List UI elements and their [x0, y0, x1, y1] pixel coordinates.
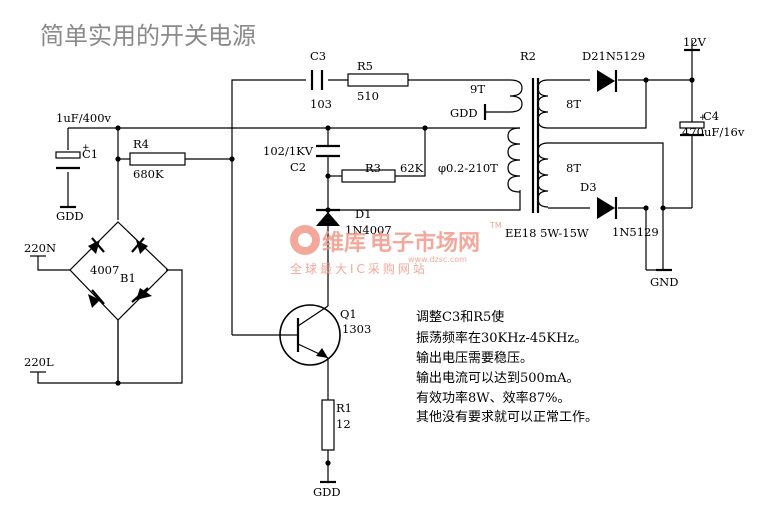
label-c3-value: 103: [310, 97, 332, 111]
label-c1: C1: [82, 147, 98, 161]
label-c2: C2: [290, 160, 306, 174]
resistor-r3: [341, 169, 396, 183]
bridge-rectifier-b1: [69, 221, 169, 321]
label-d1-value: 1N4007: [345, 223, 392, 237]
label-winding: φ0.2-210T: [438, 161, 498, 175]
capacitor-c1: +: [55, 143, 90, 170]
note-line: 输出电压需要稳压。: [416, 350, 533, 366]
watermark-brand: 维库: [322, 230, 366, 256]
transformer-r2: [507, 78, 549, 213]
component-labels: C3 103 R5 510 R2 D21N5129 12V 9T GDD 8T …: [24, 35, 745, 499]
label-c1-rating: 1uF/400v: [56, 111, 112, 125]
ground-symbols: [30, 40, 700, 484]
label-r4: R4: [133, 137, 149, 151]
label-gnd: GND: [650, 275, 678, 289]
resistor-r1: [321, 399, 335, 451]
label-r2: R2: [520, 49, 536, 63]
diode-d3: [597, 197, 618, 219]
capacitor-c3: [310, 70, 324, 90]
watermark: 维库 电子市场网 TM www.dzsc.com 全球最大IC采购网站: [290, 221, 502, 276]
capacitor-c4: +: [679, 113, 707, 137]
label-d3: D3: [580, 180, 597, 194]
label-r3-value: 62K: [400, 161, 424, 175]
label-12v: 12V: [683, 35, 707, 49]
note-line: 有效功率8W、效率87%。: [416, 390, 571, 406]
note-line: 输出电流可以达到500mA。: [416, 370, 580, 386]
label-gdd-top: GDD: [450, 106, 478, 120]
label-c3: C3: [310, 49, 326, 63]
page-title: 简单实用的开关电源: [40, 22, 256, 50]
label-d2: D21N5129: [582, 49, 645, 63]
label-8t-top: 8T: [566, 97, 581, 111]
label-c2-value: 102/1KV: [263, 144, 314, 158]
label-c4: C4: [703, 109, 719, 123]
label-b1: B1: [120, 271, 136, 285]
label-9t: 9T: [470, 82, 485, 96]
capacitor-c2: [316, 144, 340, 158]
label-r1: R1: [336, 401, 352, 415]
watermark-tm: TM: [489, 221, 502, 230]
svg-text:+: +: [82, 143, 90, 153]
label-d1: D1: [355, 207, 372, 221]
design-notes: 调整C3和R5使 振荡频率在30KHz-45KHz。 输出电压需要稳压。 输出电…: [416, 309, 598, 425]
transistor-q1: [279, 304, 341, 366]
note-line: 振荡频率在30KHz-45KHz。: [416, 330, 587, 346]
watermark-slogan: 全球最大IC采购网站: [290, 261, 428, 276]
resistor-r5: [347, 73, 409, 87]
label-bridge-part: 4007: [90, 263, 119, 277]
label-220n: 220N: [24, 241, 56, 255]
label-r1-value: 12: [336, 417, 351, 431]
junction-dots: [115, 77, 695, 466]
label-r3: R3: [365, 161, 381, 175]
label-q1-value: 1303: [342, 322, 371, 336]
note-line: 其他没有要求就可以正常工作。: [416, 410, 598, 425]
note-line: 调整C3和R5使: [416, 309, 504, 325]
label-r5: R5: [357, 59, 373, 73]
wires: [37, 50, 693, 482]
label-gdd-bottom: GDD: [313, 485, 341, 499]
diode-d2: [597, 70, 618, 92]
resistor-r4: [129, 152, 186, 166]
label-220l: 220L: [24, 355, 54, 369]
label-r5-value: 510: [357, 89, 379, 103]
label-q1: Q1: [340, 307, 357, 321]
svg-text:+: +: [699, 113, 707, 123]
label-d3-value: 1N5129: [612, 225, 659, 239]
watermark-name: 电子市场网: [370, 230, 480, 256]
label-8t-bottom: 8T: [566, 161, 581, 175]
label-gdd-c1: GDD: [56, 209, 84, 223]
label-r4-value: 680K: [133, 167, 164, 181]
watermark-domain: www.dzsc.com: [408, 255, 467, 264]
label-core: EE18 5W-15W: [505, 226, 589, 240]
label-c4-value: 470uF/16v: [682, 125, 745, 139]
